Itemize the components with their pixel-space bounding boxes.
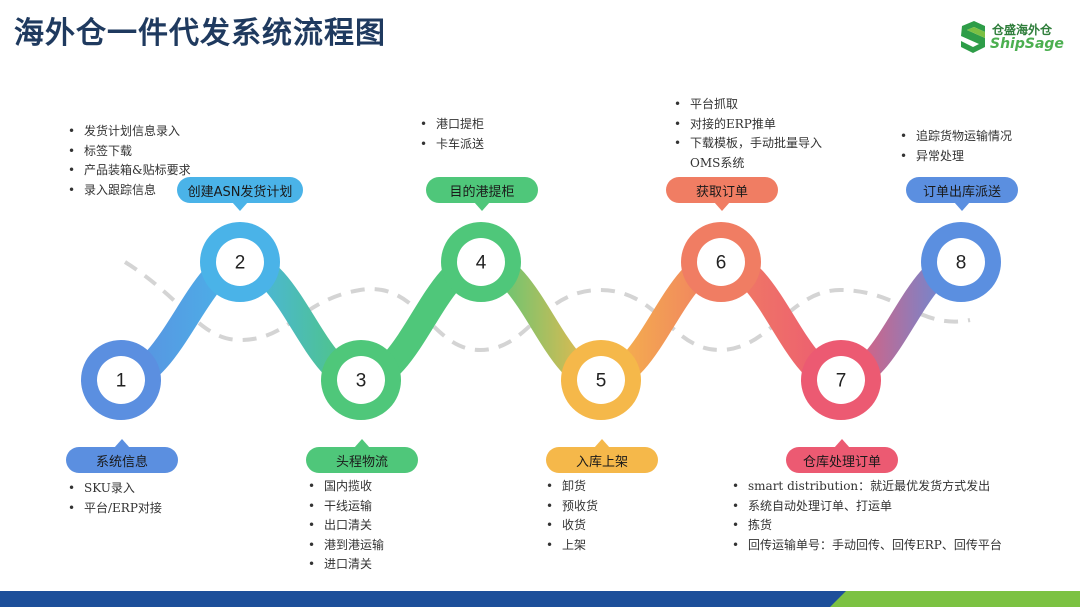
step-node-4: 4 xyxy=(441,222,521,302)
step-3-tag: 头程物流 xyxy=(306,439,418,473)
note-item: 港到港运输 xyxy=(306,536,384,556)
step-number-4: 4 xyxy=(476,253,487,274)
note-item: 回传运输单号：手动回传、回传ERP、回传平台 xyxy=(730,536,1002,556)
step-3-notes: 国内揽收 干线运输 出口清关 港到港运输 进口清关 xyxy=(306,477,384,575)
note-item: 产品装箱&贴标要求 xyxy=(66,161,191,181)
note-item: 进口清关 xyxy=(306,555,384,575)
step-4-tag: 目的港提柜 xyxy=(426,177,538,211)
note-item: 系统自动处理订单、打运单 xyxy=(730,497,1002,517)
logo-text-cn: 仓盛海外仓 xyxy=(992,23,1053,37)
note-item: 拣货 xyxy=(730,516,1002,536)
note-item: 录入跟踪信息 xyxy=(66,181,191,201)
step-node-7: 7 xyxy=(801,340,881,420)
note-item: 预收货 xyxy=(544,497,598,517)
note-item: 追踪货物运输情况 xyxy=(898,127,1012,147)
footer-bar xyxy=(0,591,1080,607)
note-item: 国内揽收 xyxy=(306,477,384,497)
note-item: 发货计划信息录入 xyxy=(66,122,191,142)
step-node-3: 3 xyxy=(321,340,401,420)
step-6-tag: 获取订单 xyxy=(666,177,778,211)
step-node-8: 8 xyxy=(921,222,1001,302)
note-item: 上架 xyxy=(544,536,598,556)
step-4-notes: 港口提柜 卡车派送 xyxy=(418,115,484,154)
step-6-notes: 平台抓取 对接的ERP推单 下载模板，手动批量导入OMS系统 xyxy=(672,95,832,173)
logo-text-en: ShipSage xyxy=(990,36,1064,52)
dashed-wave xyxy=(123,260,971,353)
note-item: 异常处理 xyxy=(898,147,1012,167)
note-item: smart distribution：就近最优发货方式发出 xyxy=(730,477,1002,497)
note-item: 卡车派送 xyxy=(418,135,484,155)
note-item: SKU录入 xyxy=(66,479,162,499)
step-8-notes: 追踪货物运输情况 异常处理 xyxy=(898,127,1012,166)
step-8-tag: 订单出库派送 xyxy=(906,177,1018,211)
note-item: 收货 xyxy=(544,516,598,536)
step-1-tag: 系统信息 xyxy=(66,439,178,473)
step-7-tag: 仓库处理订单 xyxy=(786,439,898,473)
step-node-5: 5 xyxy=(561,340,641,420)
step-2-notes: 发货计划信息录入 标签下载 产品装箱&贴标要求 录入跟踪信息 xyxy=(66,122,191,200)
note-item: 对接的ERP推单 xyxy=(672,115,832,135)
step-node-2: 2 xyxy=(200,222,280,302)
note-item: 卸货 xyxy=(544,477,598,497)
step-number-6: 6 xyxy=(716,253,727,274)
note-item: 标签下载 xyxy=(66,142,191,162)
note-item: 平台抓取 xyxy=(672,95,832,115)
step-number-5: 5 xyxy=(596,371,607,392)
step-5-tag: 入库上架 xyxy=(546,439,658,473)
note-item: 出口清关 xyxy=(306,516,384,536)
step-node-1: 1 xyxy=(81,340,161,420)
shipsage-logo: 仓盛海外仓 ShipSage xyxy=(958,20,1068,56)
step-7-notes: smart distribution：就近最优发货方式发出 系统自动处理订单、打… xyxy=(730,477,1002,555)
note-item: 平台/ERP对接 xyxy=(66,499,162,519)
step-number-7: 7 xyxy=(836,371,847,392)
page-title: 海外仓一件代发系统流程图 xyxy=(14,16,386,51)
step-number-8: 8 xyxy=(956,253,967,274)
step-2-tag: 创建ASN发货计划 xyxy=(177,177,303,211)
step-number-3: 3 xyxy=(356,371,367,392)
note-item: 港口提柜 xyxy=(418,115,484,135)
note-item: 下载模板，手动批量导入OMS系统 xyxy=(672,134,832,173)
note-item: 干线运输 xyxy=(306,497,384,517)
step-number-2: 2 xyxy=(235,253,246,274)
step-number-1: 1 xyxy=(116,371,127,392)
step-5-notes: 卸货 预收货 收货 上架 xyxy=(544,477,598,555)
logo-icon xyxy=(961,21,985,53)
step-node-6: 6 xyxy=(681,222,761,302)
step-1-notes: SKU录入 平台/ERP对接 xyxy=(66,479,162,518)
